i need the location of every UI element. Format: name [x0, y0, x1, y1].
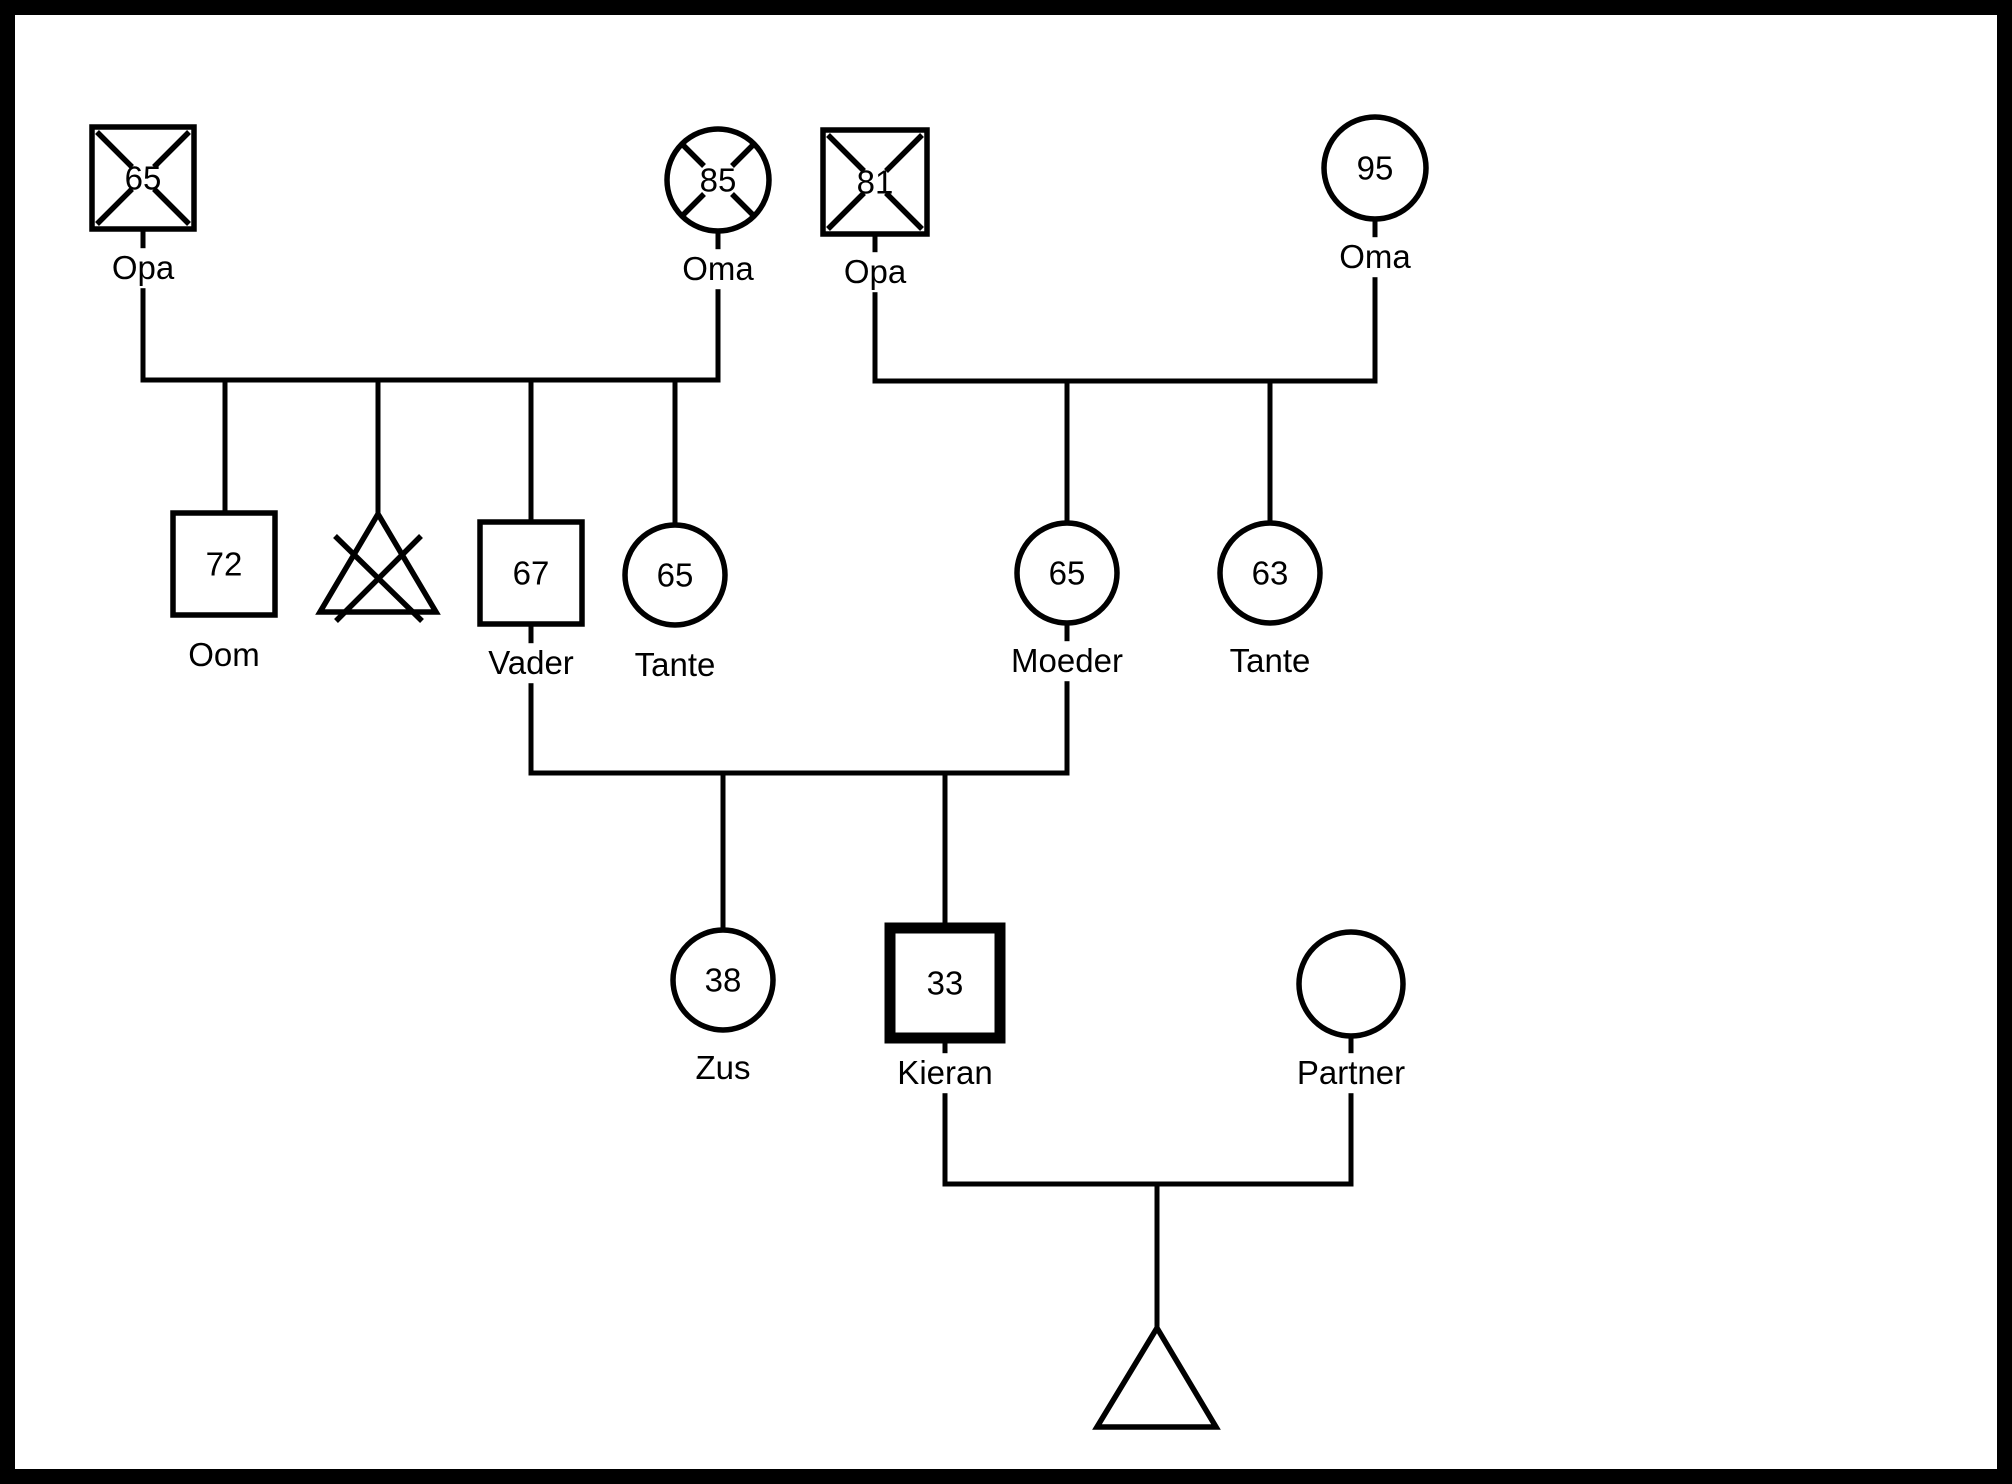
label-moeder: Moeder	[1004, 641, 1130, 681]
age-oma-paternal: 85	[699, 161, 737, 199]
parents-union	[528, 623, 1070, 930]
age-opa-maternal: 81	[856, 163, 894, 201]
label-oom: Oom	[181, 635, 267, 675]
symbol-vader-male	[477, 519, 585, 627]
age-oom: 72	[205, 545, 243, 583]
deceased-cross-icon	[95, 130, 191, 226]
symbol-opa-paternal-deceased-male	[89, 124, 197, 232]
age-kieran: 33	[926, 964, 964, 1002]
label-opa-paternal: Opa	[104, 248, 182, 288]
symbol-tante-maternal-female	[1217, 520, 1323, 626]
age-vader: 67	[512, 554, 550, 592]
deceased-cross-icon	[333, 534, 424, 623]
age-oma-maternal: 95	[1356, 149, 1394, 187]
label-zus: Zus	[688, 1048, 758, 1088]
kieran-partner-union	[942, 1036, 1354, 1328]
symbol-miscarriage-triangle	[315, 508, 441, 623]
label-kieran: Kieran	[890, 1053, 1000, 1093]
family-connectors	[140, 219, 1378, 1328]
paternal-grandparents-union	[140, 229, 721, 525]
symbol-moeder-female	[1014, 520, 1120, 626]
symbol-opa-maternal-deceased-male	[820, 127, 930, 237]
age-moeder: 65	[1048, 554, 1086, 592]
age-tante-paternal: 65	[656, 556, 694, 594]
label-partner: Partner	[1289, 1053, 1413, 1093]
age-zus: 38	[704, 961, 742, 999]
label-opa-maternal: Opa	[836, 252, 914, 292]
label-oma-maternal: Oma	[1332, 237, 1418, 277]
age-opa-paternal: 65	[124, 159, 162, 197]
label-vader: Vader	[481, 643, 581, 683]
label-tante-paternal: Tante	[627, 645, 723, 685]
label-oma-paternal: Oma	[675, 249, 761, 289]
symbol-kieran-index-male	[884, 922, 1006, 1044]
label-tante-maternal: Tante	[1222, 641, 1318, 681]
symbol-oma-paternal-deceased-female	[664, 126, 772, 234]
deceased-cross-icon	[826, 133, 924, 231]
symbol-zus-female	[670, 927, 776, 1033]
symbol-oom-male	[170, 510, 278, 618]
genogram-drawing	[89, 114, 1429, 1430]
symbol-partner-female	[1296, 929, 1406, 1039]
person-symbols	[89, 114, 1429, 1430]
symbol-tante-paternal-female	[622, 522, 728, 628]
deceased-cross-icon	[680, 142, 756, 218]
maternal-grandparents-union	[872, 219, 1378, 523]
symbol-oma-maternal-female	[1321, 114, 1429, 222]
symbol-pregnancy-triangle	[1092, 1322, 1221, 1430]
age-tante-maternal: 63	[1251, 554, 1289, 592]
